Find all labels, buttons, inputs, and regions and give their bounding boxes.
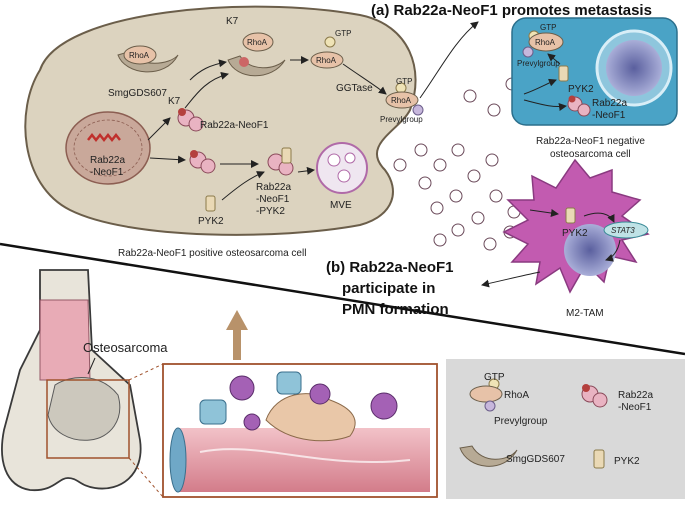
tam-pyk2-label: PYK2 (562, 228, 588, 239)
mve-shape (316, 142, 368, 194)
legend-rhoa-label: RhoA (504, 390, 529, 401)
section-divider (0, 242, 685, 356)
k7-mid-label: K7 (168, 96, 181, 107)
gtp-1-label: GTP (335, 29, 351, 38)
stat3-shape (603, 221, 649, 239)
pyk2-label: PYK2 (198, 216, 224, 227)
rhoa-1-shape (310, 51, 344, 69)
negative-caption-2: osteosarcoma cell (550, 149, 631, 160)
neg-rab-label-1: Rab22a (592, 98, 627, 109)
rab22a-protein-1 (177, 108, 204, 132)
positive-cell-caption: Rab22a-NeoF1 positive osteosarcoma cell (118, 248, 306, 259)
rhoa-1-label: RhoA (316, 56, 337, 65)
legend-pyk2-icon (593, 449, 605, 469)
stat3-label: STAT3 (611, 226, 635, 235)
title-a: (a) Rab22a-NeoF1 promotes metastasis (371, 2, 652, 19)
rab22a-pyk2-complex (267, 147, 294, 176)
nucleus-label-2: -NeoF1 (90, 167, 124, 178)
title-b-line-1: (b) Rab22a-NeoF1 (326, 259, 454, 276)
neg-rhoa-label: RhoA (535, 38, 556, 47)
negative-nucleus (606, 40, 662, 96)
osteosarcoma-label: Osteosarcoma (83, 340, 168, 355)
legend-rab-label-2: -NeoF1 (618, 402, 652, 413)
complex-label-3: -PYK2 (256, 206, 285, 217)
rhoa-2-label: RhoA (391, 96, 412, 105)
negative-caption-1: Rab22a-NeoF1 negative (536, 136, 645, 147)
up-arrow (226, 310, 248, 360)
legend-smg-icon (459, 445, 518, 467)
rab22a-label: Rab22a-NeoF1 (200, 120, 269, 131)
gene-zigzag (87, 132, 121, 143)
legend-box (446, 359, 685, 499)
legend-pyk2-label: PYK2 (614, 456, 640, 467)
legend-smg-label: SmgGDS607 (506, 454, 565, 465)
legend-rab-label-1: Rab22a (618, 390, 653, 401)
legend-rab-icon (581, 384, 608, 408)
neg-prevylgroup-label: Prevylgroup (517, 59, 560, 68)
positive-nucleus (65, 111, 151, 185)
bone-zoom-box (46, 379, 130, 459)
blood-vessel (176, 428, 430, 492)
nucleus-label-1: Rab22a (90, 155, 125, 166)
neg-pyk2-label: PYK2 (568, 84, 594, 95)
tam-caption: M2-TAM (566, 308, 604, 319)
tumor-cells-inset (199, 371, 302, 425)
rhoa-smg-shape (123, 45, 157, 65)
tam-nucleus (564, 224, 616, 276)
rhoa-2-shape (385, 91, 419, 109)
legend-gtp-label: GTP (484, 372, 505, 383)
ggtase-label: GGTase (336, 83, 373, 94)
mve-label: MVE (330, 200, 352, 211)
complex-label-2: -NeoF1 (256, 194, 290, 205)
title-b-line-3: PMN formation (342, 301, 449, 318)
gtp-2-label: GTP (396, 77, 412, 86)
rhoa-k7-label: RhoA (247, 38, 268, 47)
rab22a-protein-2 (189, 150, 216, 174)
smggds607-label: SmgGDS607 (108, 88, 167, 99)
neg-rab-label-2: -NeoF1 (592, 110, 626, 121)
tam-body (502, 158, 650, 294)
tam-cells-inset (229, 375, 398, 431)
complex-label-1: Rab22a (256, 182, 291, 193)
k7-top-label: K7 (226, 16, 239, 27)
title-b-line-2: participate in (342, 280, 435, 297)
neg-gtp-label: GTP (540, 23, 556, 32)
pyk2-shape (205, 195, 216, 212)
rhoa-smg-label: RhoA (129, 51, 150, 60)
prevylgroup-1-label: Prevylgroup (380, 115, 423, 124)
legend-prevylgroup-label: Prevylgroup (494, 416, 548, 427)
